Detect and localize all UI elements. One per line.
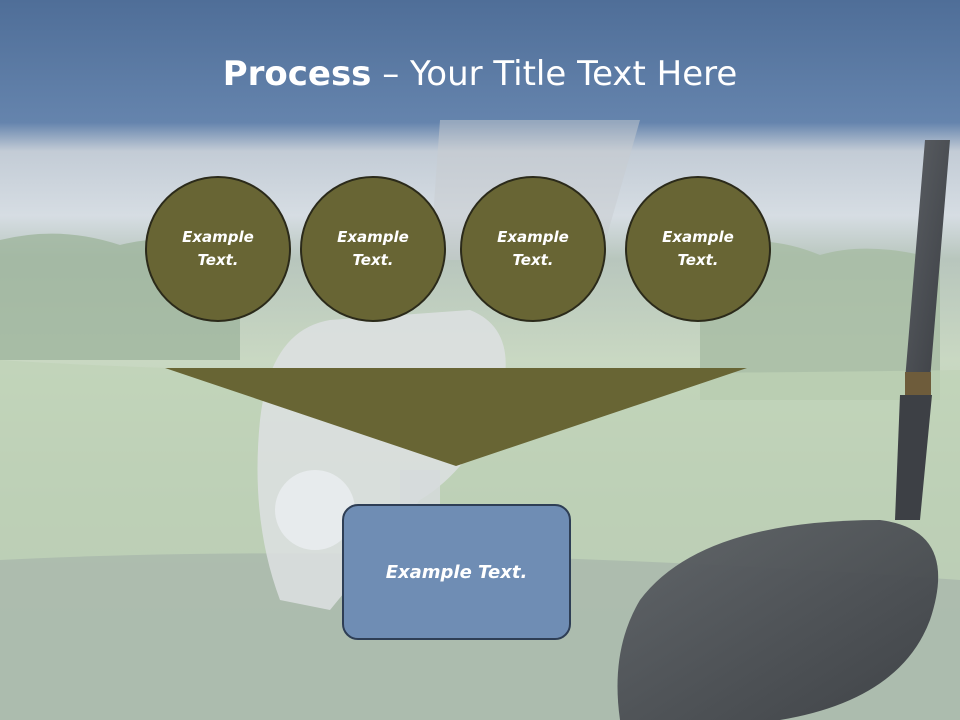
circle-1-label: Example Text.: [182, 228, 254, 269]
result-box-label: Example Text.: [385, 561, 528, 583]
circle-3-label: Example Text.: [497, 228, 569, 269]
process-circle-4[interactable]: Example Text.: [625, 176, 771, 322]
title-bold-word: Process: [222, 54, 372, 94]
title-rest: – Your Title Text Here: [371, 54, 738, 94]
process-circle-2[interactable]: Example Text.: [300, 176, 446, 322]
slide-title: Process – Your Title Text Here: [0, 52, 960, 96]
process-circle-1[interactable]: Example Text.: [145, 176, 291, 322]
process-circle-3[interactable]: Example Text.: [460, 176, 606, 322]
circle-4-label: Example Text.: [662, 228, 734, 269]
circle-2-label: Example Text.: [337, 228, 409, 269]
result-box[interactable]: Example Text.: [342, 504, 571, 640]
